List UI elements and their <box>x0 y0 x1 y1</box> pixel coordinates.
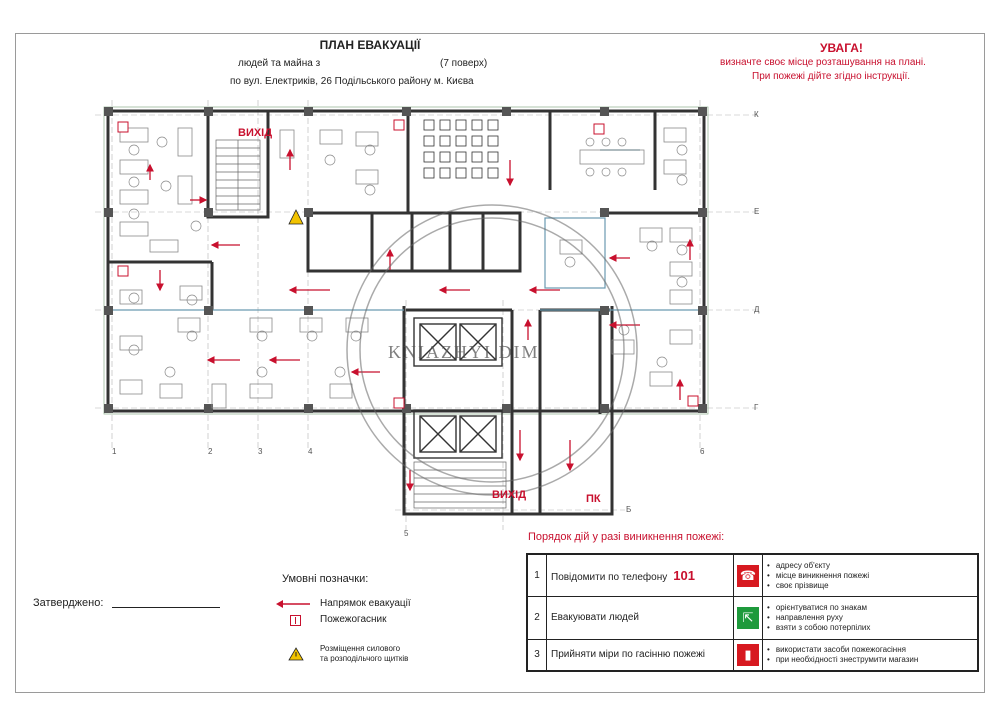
step-number: 3 <box>526 638 547 672</box>
exit-label-bottom: ВИХІД <box>492 489 527 501</box>
procedure-row: 1 Повідомити по телефону 101 ☎ адресу об'… <box>526 553 979 598</box>
step-notes: орієнтуватися по знакам направлення руху… <box>762 596 979 640</box>
axis-row-b: Б <box>626 505 632 514</box>
procedure-table: 1 Повідомити по телефону 101 ☎ адресу об'… <box>526 553 979 672</box>
legend-item-extinguisher: Пожежогасник <box>320 614 387 625</box>
warning-title: УВАГА! <box>820 41 863 55</box>
legend-item-evacuation: Напрямок евакуації <box>320 598 411 609</box>
phone-icon: ☎ <box>737 564 759 587</box>
step-icon-cell: ⇱ <box>733 596 763 640</box>
procedure-title: Порядок дій у разі виникнення пожежі: <box>528 531 725 543</box>
emergency-phone: 101 <box>673 568 695 584</box>
legend-item-switchboard-line1: Розміщення силового <box>320 644 401 653</box>
plan-title: ПЛАН ЕВАКУАЦІЇ <box>319 38 421 52</box>
warning-line1: визначте своє місце розташування на план… <box>720 57 926 68</box>
axis-row-e: Е <box>754 207 760 216</box>
step-notes: використати засоби пожежогасіння при нео… <box>762 638 979 672</box>
legend-item-switchboard-line2: та розподільчого щитків <box>320 654 409 663</box>
step-action: Прийняти міри по гасінню пожежі <box>546 638 734 672</box>
chairs <box>128 136 688 378</box>
subtitle-line2: по вул. Електриків, 26 Подільського райо… <box>230 76 474 87</box>
step-icon-cell: ☎ <box>733 553 763 598</box>
procedure-row: 3 Прийняти міри по гасінню пожежі ▮ вико… <box>526 638 979 672</box>
legend-title: Умовні позначки: <box>282 573 369 585</box>
extinguisher-icon <box>290 615 301 626</box>
step-number: 1 <box>526 553 547 598</box>
watermark <box>346 204 638 496</box>
step-note: місце виникнення пожежі <box>767 571 973 581</box>
axis-col-6: 6 <box>700 447 705 456</box>
axis-row-g: Г <box>754 403 759 412</box>
warning-triangle-icon <box>288 647 304 661</box>
step-number: 2 <box>526 596 547 640</box>
axis-col-5: 5 <box>404 529 409 538</box>
step-note: орієнтуватися по знакам <box>767 603 973 613</box>
switchboard-warning-icon <box>288 209 304 225</box>
axis-row-k: К <box>754 110 759 119</box>
step-note: своє прізвище <box>767 581 973 591</box>
axis-col-4: 4 <box>308 447 313 456</box>
step-action: Повідомити по телефону 101 <box>546 553 734 598</box>
axis-row-d: Д <box>754 305 760 314</box>
approved-label: Затверджено: <box>33 597 104 609</box>
subtitle-line1-b: (7 поверх) <box>440 58 488 69</box>
axis-col-1: 1 <box>112 447 117 456</box>
staircase-bottom <box>413 461 507 509</box>
step-notes: адресу об'єкту місце виникнення пожежі с… <box>762 553 979 598</box>
exit-label-top: ВИХІД <box>238 127 273 139</box>
running-man-icon: ⇱ <box>737 606 759 629</box>
step-note: при необхідності знеструмити магазин <box>767 655 973 665</box>
fire-hydrant-label: ПК <box>586 493 601 505</box>
staircase-top <box>215 139 261 211</box>
step-action-text: Повідомити по телефону <box>551 572 668 584</box>
evacuation-arrows <box>146 148 694 492</box>
step-note: взяти з собою потерпілих <box>767 623 973 633</box>
columns <box>104 107 707 413</box>
step-note: використати засоби пожежогасіння <box>767 645 973 655</box>
step-note: адресу об'єкту <box>767 561 973 571</box>
warning-line2: При пожежі дійте згідно інструкції. <box>752 71 911 82</box>
elevators <box>413 317 503 459</box>
fire-extinguisher-icon: ▮ <box>737 643 759 666</box>
evacuation-arrow-icon <box>276 600 310 608</box>
step-icon-cell: ▮ <box>733 638 763 672</box>
legend-item-switchboard: Розміщення силового та розподільчого щит… <box>320 644 408 664</box>
procedure-row: 2 Евакуювати людей ⇱ орієнтуватися по зн… <box>526 596 979 640</box>
axis-col-3: 3 <box>258 447 263 456</box>
subtitle-line1-a: людей та майна з <box>238 58 321 69</box>
conference-seats <box>423 119 499 179</box>
step-note: направлення руху <box>767 613 973 623</box>
approval-signature-line <box>112 607 220 608</box>
extinguisher-markers <box>117 119 699 409</box>
watermark-text: KNIAZHYI DIM <box>388 342 540 362</box>
axis-col-2: 2 <box>208 447 213 456</box>
step-action: Евакуювати людей <box>546 596 734 640</box>
